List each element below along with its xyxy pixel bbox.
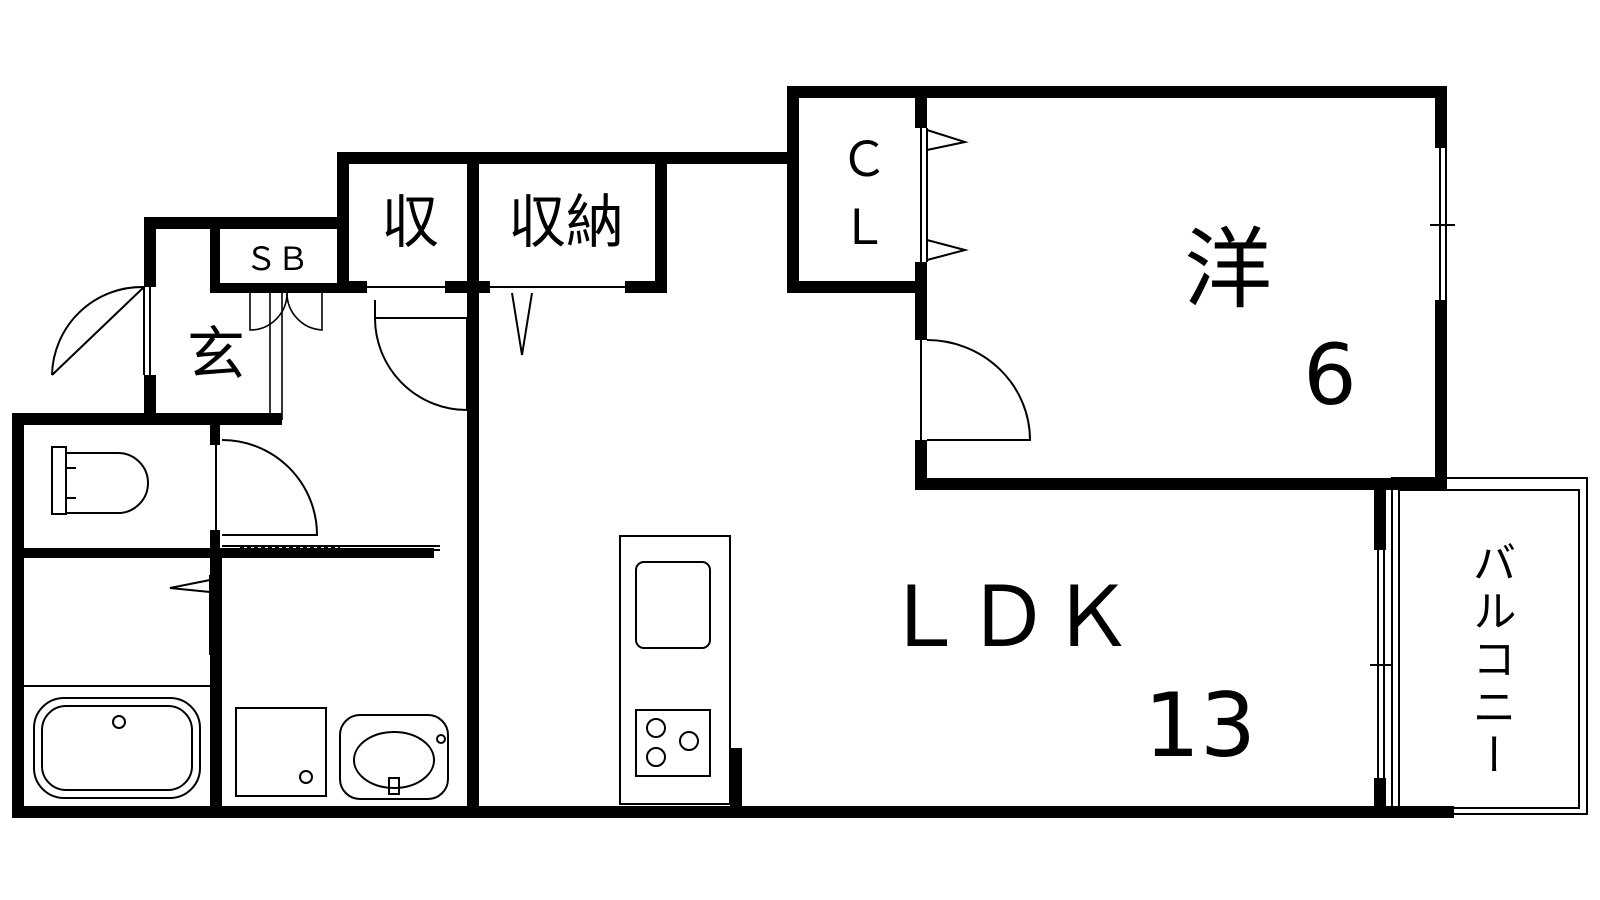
ldk-room-name: ＬＤＫ — [882, 568, 1134, 666]
ldk-room-size: 13 — [1144, 674, 1256, 777]
walls — [12, 86, 1454, 818]
room-labels: 洋 6 ＬＤＫ 13 Ｃ Ｌ 収 収納 ＳＢ 玄 バルコニー — [187, 132, 1516, 780]
storage-label: 収納 — [508, 188, 624, 256]
closet-cl-label-top: Ｃ — [840, 132, 888, 188]
balcony-label: バルコニー — [1465, 540, 1516, 780]
western-room-name: 洋 — [1184, 218, 1272, 321]
fixtures — [24, 128, 1588, 815]
entrance-label: 玄 — [187, 320, 245, 388]
entrance-door — [51, 285, 145, 376]
closet-cl-label-bottom: Ｌ — [840, 200, 888, 256]
western-room-size: 6 — [1303, 326, 1356, 424]
shoe-box-label: ＳＢ — [245, 240, 309, 278]
storage-small-label: 収 — [381, 188, 439, 256]
